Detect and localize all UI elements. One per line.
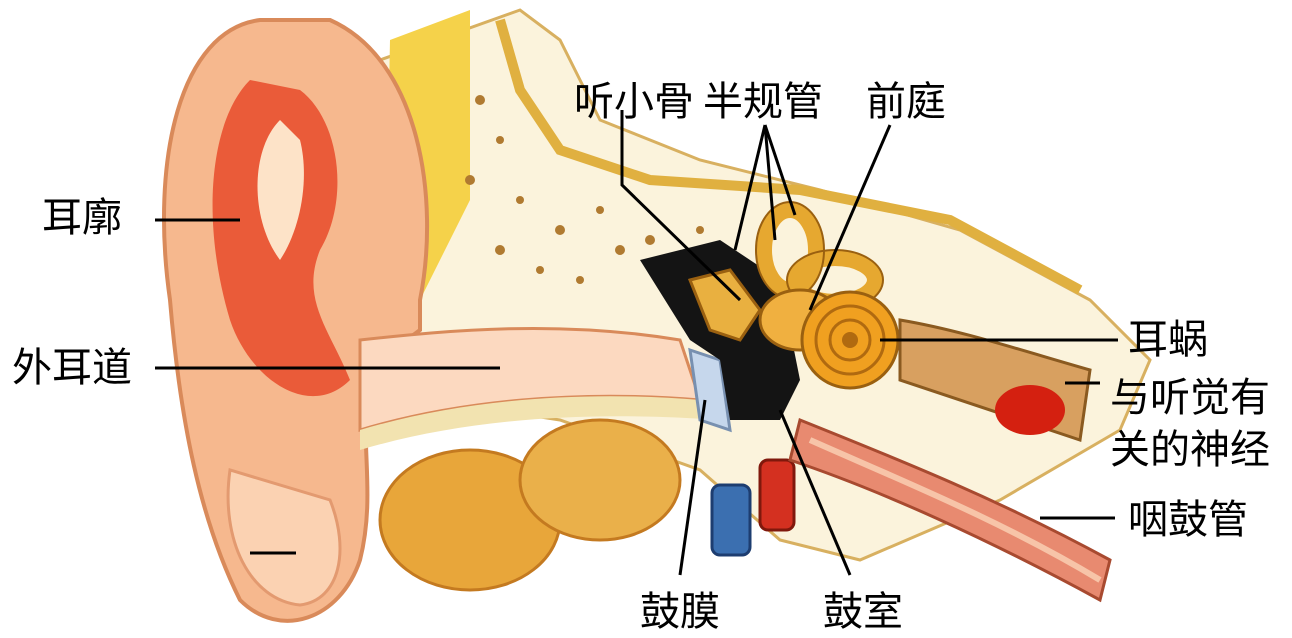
- label-nerve-line2: 关的神经: [1110, 428, 1270, 472]
- tissue-mass-mid: [520, 420, 680, 540]
- label-eardrum: 鼓膜: [640, 590, 720, 634]
- label-semicircular-canals: 半规管: [703, 80, 823, 124]
- label-ear-canal: 外耳道: [12, 346, 132, 390]
- label-tympanic-cavity: 鼓室: [823, 590, 903, 634]
- label-eustachian-tube: 咽鼓管: [1128, 498, 1248, 542]
- label-vestibule: 前庭: [866, 80, 946, 124]
- label-auricle: 耳廓: [42, 196, 122, 240]
- label-nerve-line1: 与听觉有: [1110, 376, 1270, 420]
- nerve-red-end: [995, 385, 1065, 435]
- blue-vessel: [712, 485, 750, 555]
- label-cochlea: 耳蜗: [1128, 318, 1208, 362]
- red-vessel: [760, 460, 794, 530]
- label-ossicles: 听小骨: [574, 80, 694, 124]
